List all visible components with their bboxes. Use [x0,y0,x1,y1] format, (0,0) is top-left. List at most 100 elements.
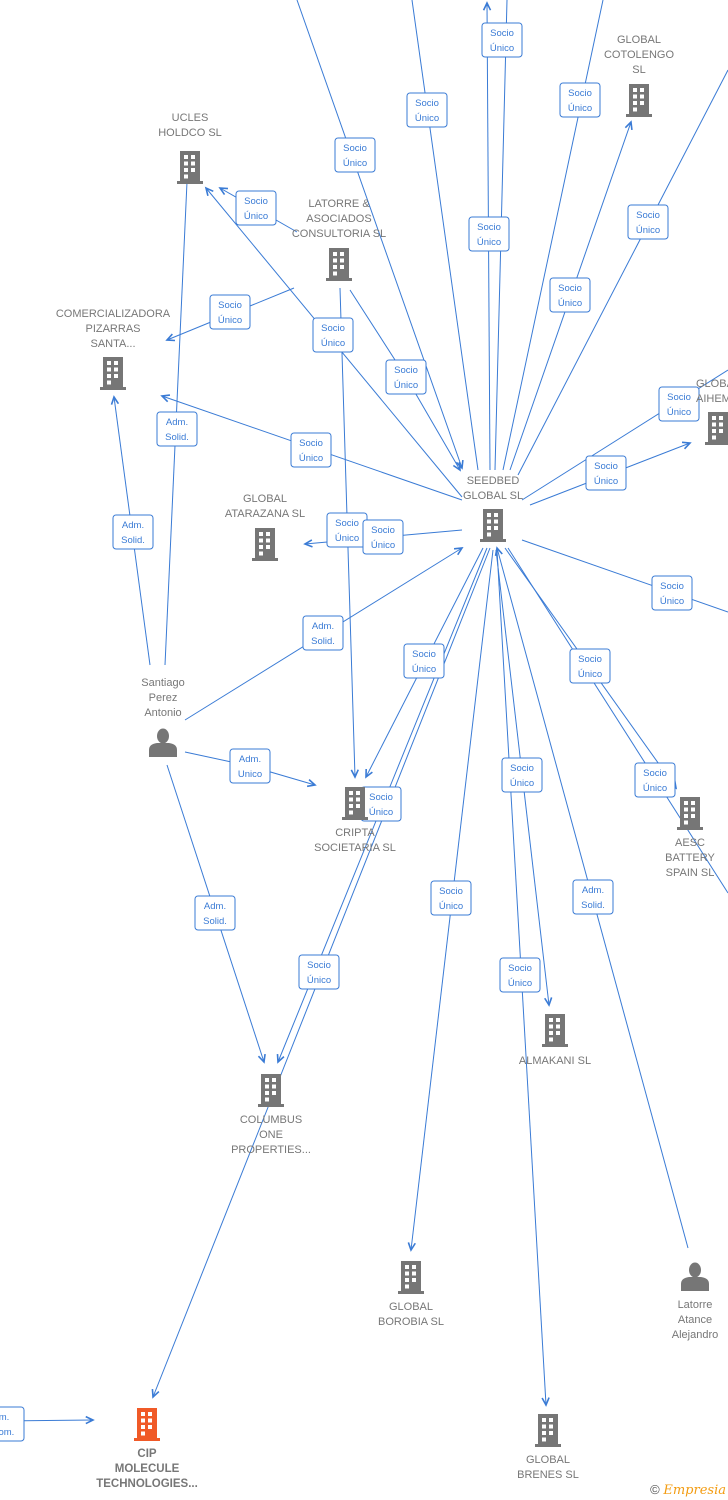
relation-label-box [156,411,198,447]
arrowhead-icon [257,1053,266,1064]
node-label: SOCIETARIA SL [314,842,396,854]
relation-label-box [112,514,154,550]
arrowhead-icon [276,1053,285,1064]
relation-label-text: Único [667,407,691,418]
relation-label-text: Único [394,380,418,391]
relation-label-text: com. [0,1427,14,1438]
arrowhead-icon [681,441,692,450]
relation-label-text: Único [578,669,602,680]
relation-label-text: Socio [490,28,514,39]
building-icon [677,797,703,830]
node-label: BOROBIA SL [378,1316,444,1328]
relation-label-box [362,519,404,555]
node-cip[interactable]: CIPMOLECULETECHNOLOGIES... [96,1408,198,1490]
relation-label[interactable]: m.com. [0,1406,25,1442]
person-icon [681,1262,709,1291]
relation-label-box [651,575,693,611]
relation-label-box [298,954,340,990]
edge-line [517,69,728,476]
relation-label[interactable]: Adm.Solid. [194,895,236,931]
relation-label[interactable]: Adm.Unico [229,748,271,784]
node-almakani[interactable]: ALMAKANI SL [519,1014,591,1067]
relation-label-box [403,643,445,679]
node-label: SANTA... [90,338,135,350]
building-icon [326,248,352,281]
relation-label-text: Socio [439,886,463,897]
node-aihem[interactable]: GLOBAAIHEM [696,378,728,445]
edge-line [507,547,728,894]
node-label: Perez [149,692,178,704]
relation-label-text: Único [218,315,242,326]
building-icon [535,1414,561,1447]
building-icon [134,1408,160,1441]
node-label: LATORRE & [308,198,370,210]
relation-label[interactable]: Adm.Solid. [156,411,198,447]
relation-label-text: Adm. [312,621,334,632]
arrowhead-icon [110,395,120,405]
relation-label-text: Adm. [204,901,226,912]
relation-label-text: Solid. [165,432,189,443]
relation-label-box [627,204,669,240]
node-comercializadora[interactable]: COMERCIALIZADORAPIZARRASSANTA... [56,308,171,390]
relation-label-box [569,648,611,684]
arrowhead-icon [350,769,359,779]
relation-label-box [302,615,344,651]
relation-label-text: Socio [415,98,439,109]
empresia-logo[interactable]: Empresia [663,1483,726,1498]
node-label: Antonio [144,707,181,719]
relation-label-text: Socio [660,581,684,592]
relation-label-text: Único [510,778,534,789]
node-label: CONSULTORIA SL [292,228,386,240]
relation-label-text: Único [343,158,367,169]
relation-label[interactable]: Adm.Solid. [572,879,614,915]
relation-label-text: Solid. [581,900,605,911]
node-label: Santiago [141,677,184,689]
node-label: GLOBAL [243,493,287,505]
node-columbus[interactable]: COLUMBUSONEPROPERTIES... [231,1074,311,1156]
node-label: HOLDCO SL [158,127,222,139]
relation-label[interactable]: Adm.Solid. [112,514,154,550]
node-label: BRENES SL [517,1469,579,1481]
relation-label-text: Único [508,978,532,989]
relation-label-box [559,82,601,118]
relation-label-box [430,880,472,916]
node-label: BATTERY [665,852,715,864]
relation-label[interactable]: Adm.Solid. [302,615,344,651]
